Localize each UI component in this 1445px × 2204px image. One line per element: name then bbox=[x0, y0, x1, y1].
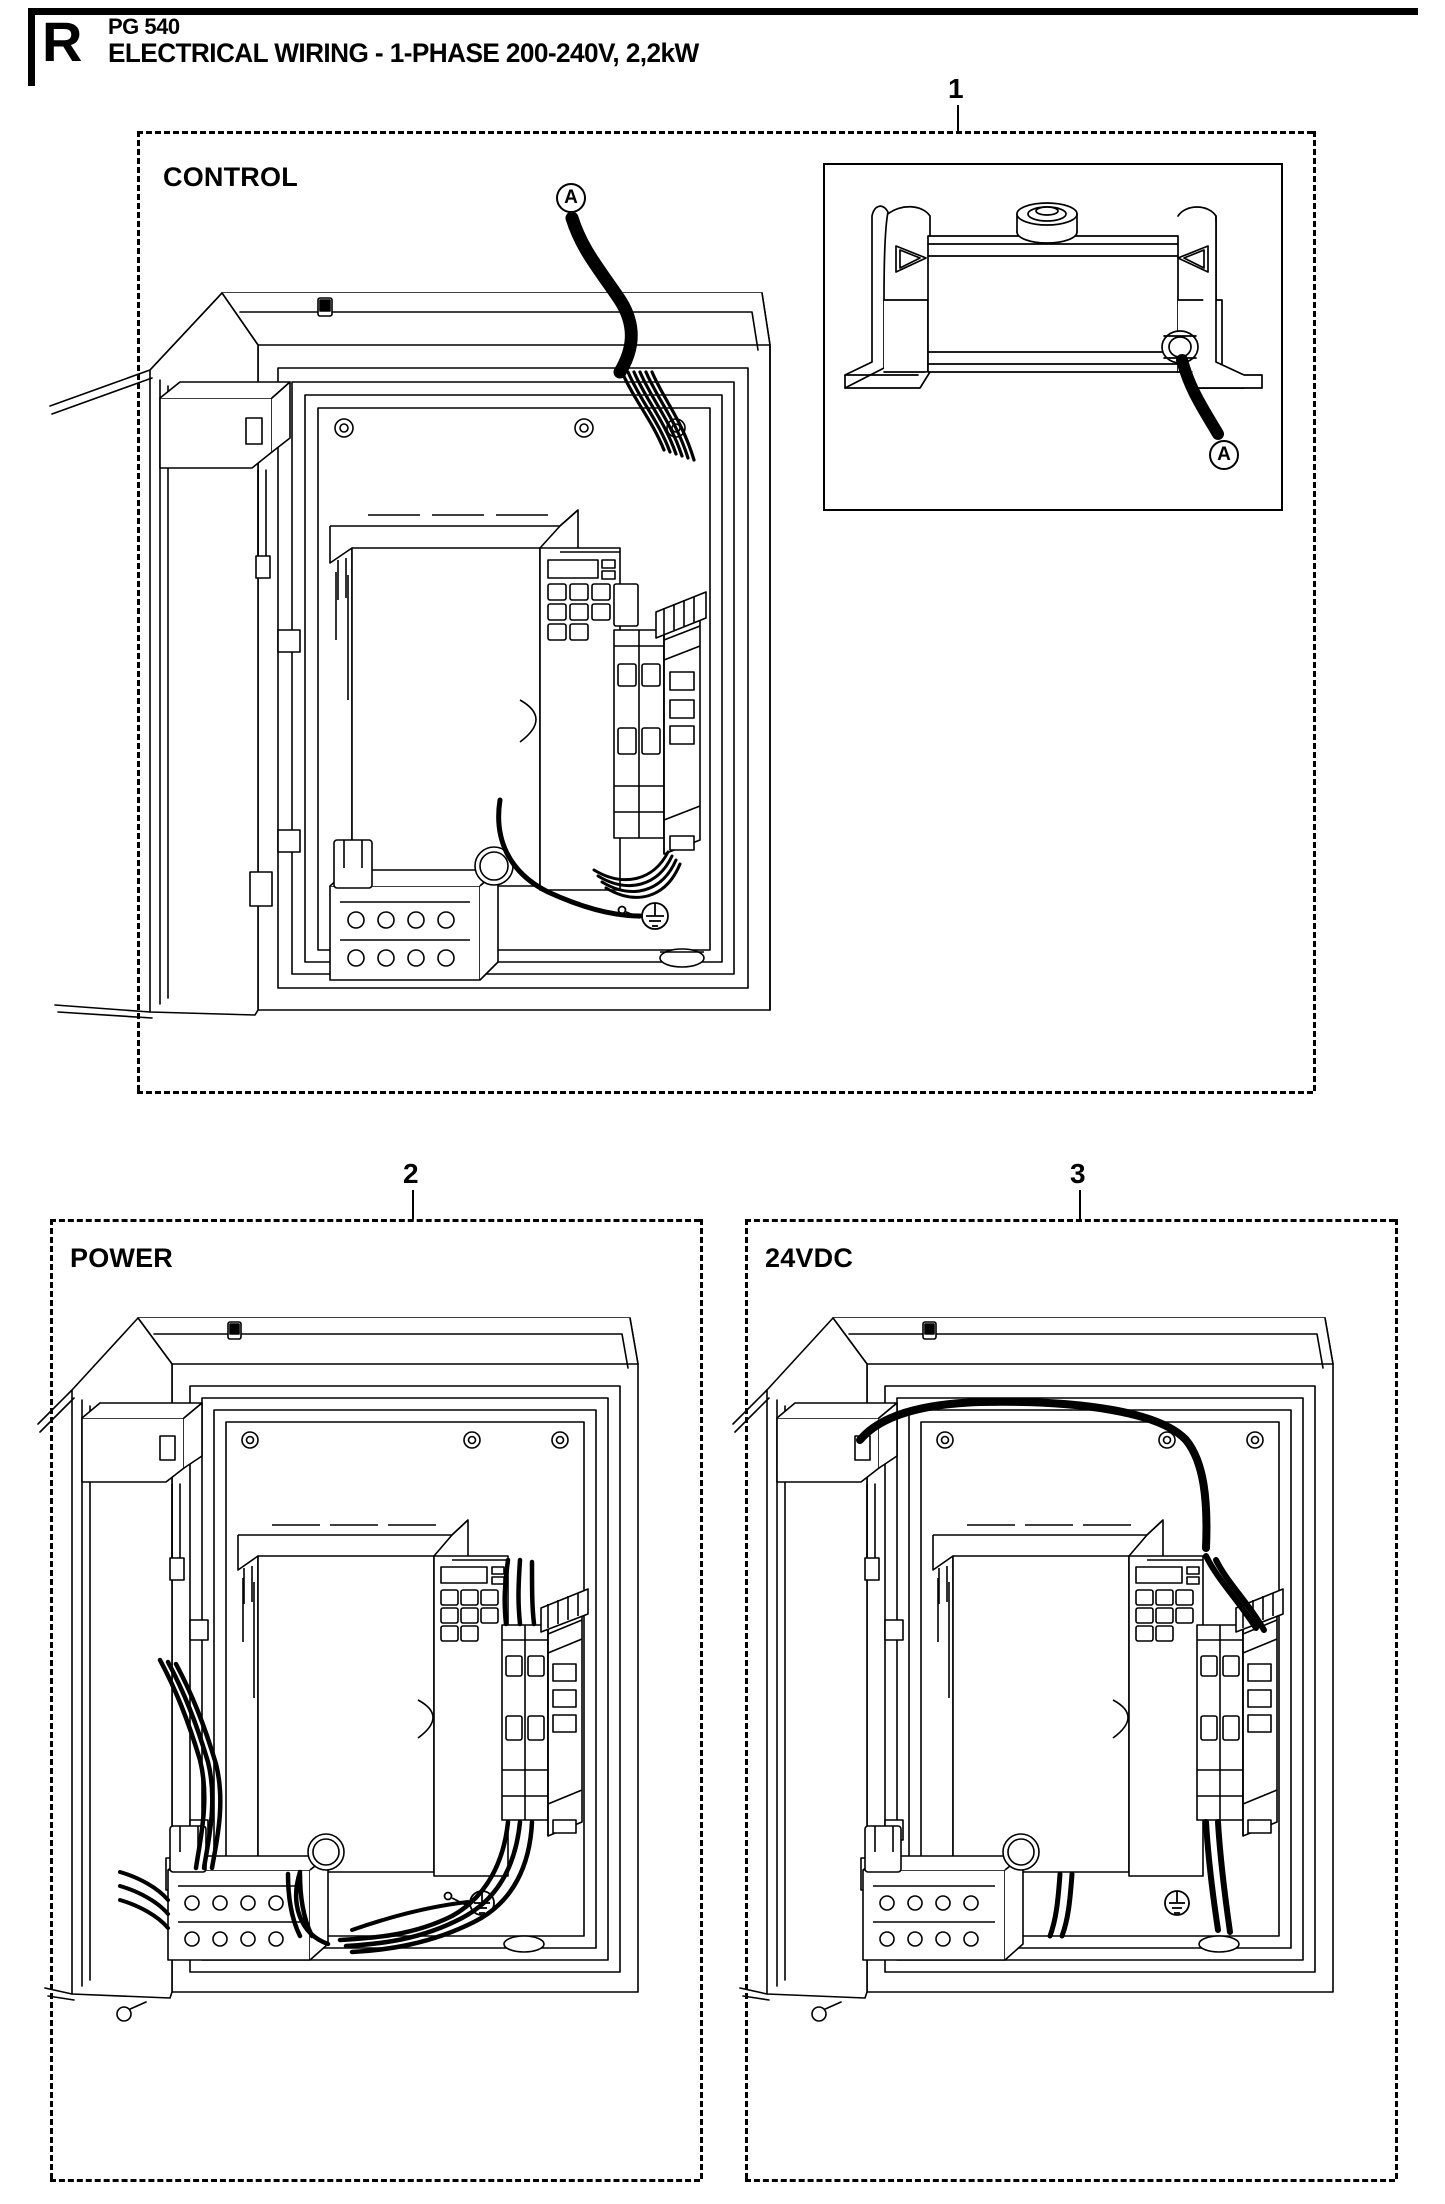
vdc24-box-top bbox=[745, 1219, 1395, 1222]
reference-callout-a-control: A bbox=[556, 183, 586, 213]
power-box-left bbox=[50, 1219, 53, 2179]
callout-number-3: 3 bbox=[1070, 1158, 1086, 1189]
power-box-top bbox=[50, 1219, 700, 1222]
section-letter: R bbox=[42, 10, 82, 73]
callout-leader-3 bbox=[1079, 1190, 1081, 1219]
callout-number-1: 1 bbox=[948, 73, 964, 104]
reference-callout-a-detail: A bbox=[1209, 440, 1239, 470]
power-box-bottom bbox=[50, 2179, 700, 2182]
control-box-top bbox=[137, 131, 1313, 134]
section-label-power: POWER bbox=[70, 1243, 174, 1273]
callout-leader-1 bbox=[957, 105, 959, 132]
section-label-24vdc: 24VDC bbox=[765, 1243, 854, 1273]
header-rule-top bbox=[28, 8, 1418, 15]
callout-number-2: 2 bbox=[403, 1158, 419, 1189]
header-rule-left bbox=[28, 8, 35, 86]
model-name: PG 540 bbox=[108, 14, 180, 39]
control-box-right bbox=[1313, 131, 1316, 1091]
vdc24-box-right bbox=[1395, 1219, 1398, 2179]
vdc24-box-bottom bbox=[745, 2179, 1395, 2182]
control-box-left bbox=[137, 131, 140, 1091]
callout-leader-2 bbox=[412, 1190, 414, 1219]
section-label-control: CONTROL bbox=[163, 162, 298, 192]
vdc24-box-left bbox=[745, 1219, 748, 2179]
page-title: ELECTRICAL WIRING - 1-PHASE 200-240V, 2,… bbox=[108, 38, 699, 68]
control-box-bottom bbox=[137, 1091, 1313, 1094]
power-box-right bbox=[700, 1219, 703, 2179]
